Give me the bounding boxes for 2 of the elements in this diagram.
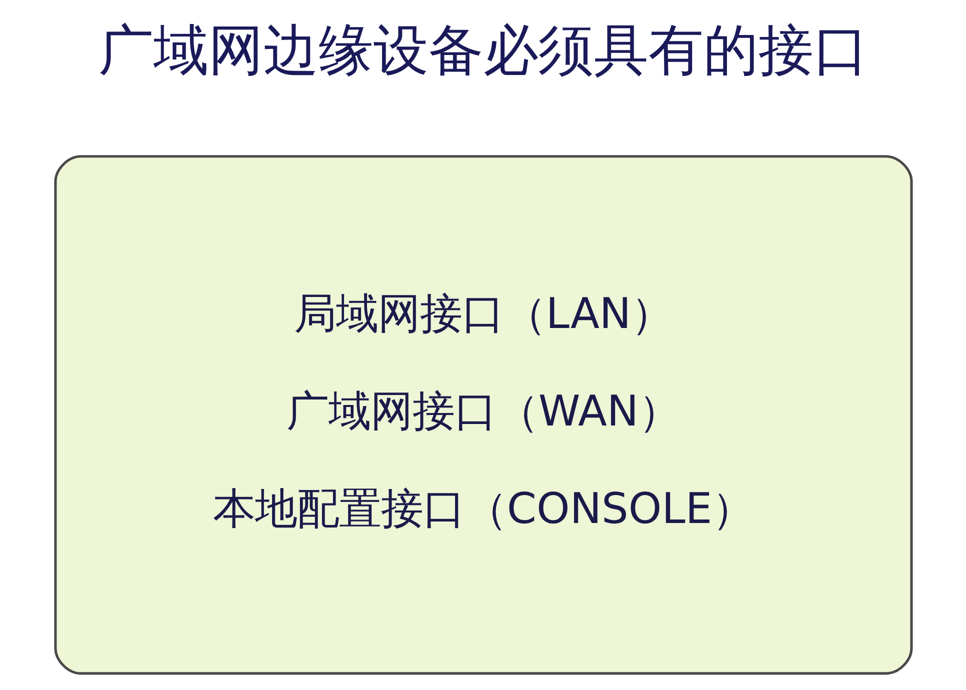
node-box: 局域网接口（LAN） 广域网接口（WAN） 本地配置接口（CONSOLE） [54,155,912,675]
diagram-title: 广域网边缘设备必须具有的接口 [98,18,868,82]
